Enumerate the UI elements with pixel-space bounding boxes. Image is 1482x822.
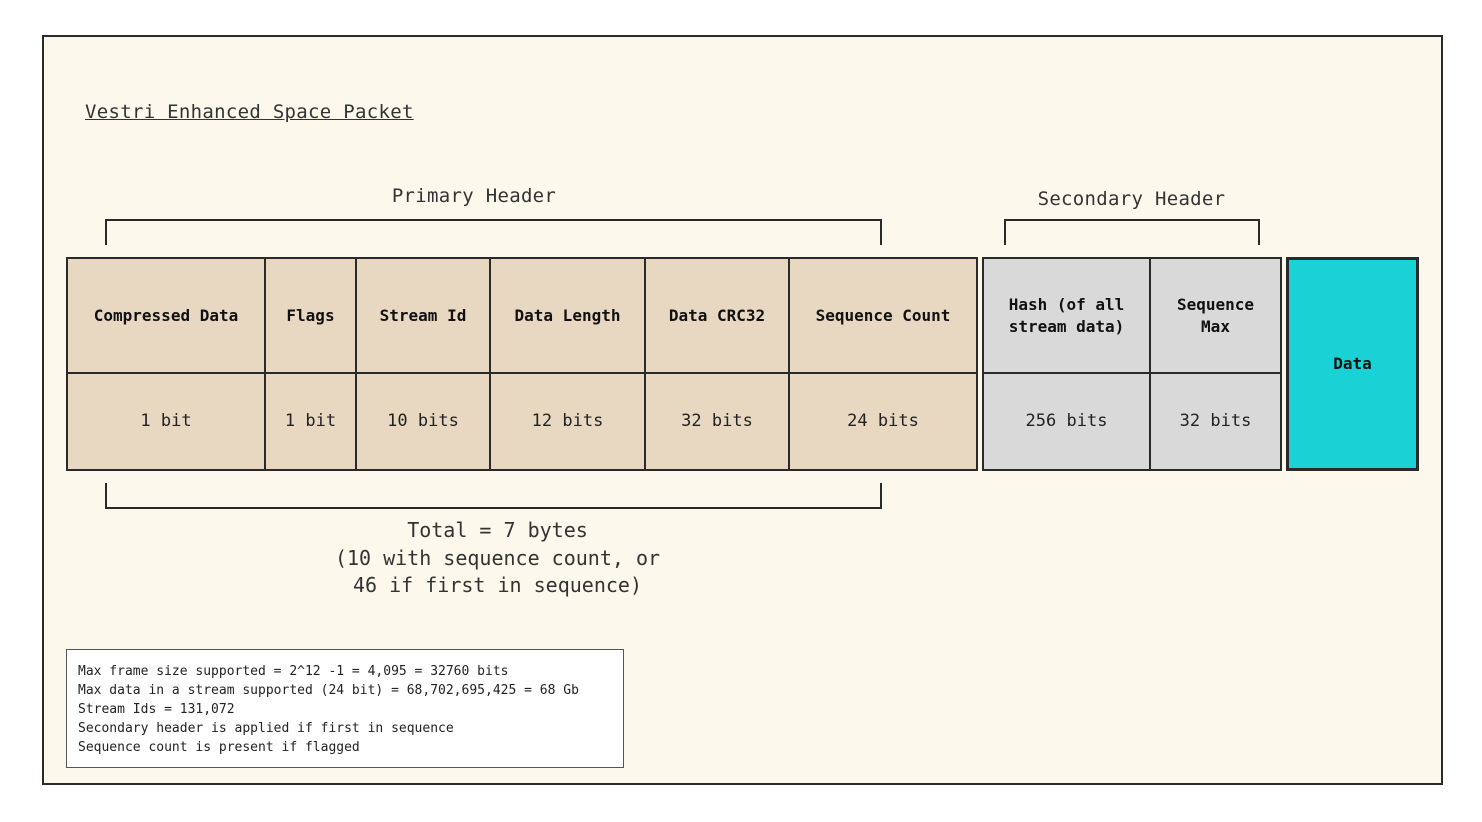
field-size: 32 bits — [1179, 411, 1252, 432]
field-name: Compressed Data — [93, 305, 239, 325]
total-line: Total = 7 bytes — [407, 518, 588, 542]
note-line: Stream Ids = 131,072 — [78, 702, 235, 717]
field-data-length: Data Length — [489, 257, 646, 374]
field-stream-id: Stream Id — [355, 257, 491, 374]
size-data-length: 12 bits — [489, 372, 646, 471]
note-line: Secondary header is applied if first in … — [78, 721, 454, 736]
field-name: Flags — [286, 305, 335, 325]
field-size: 10 bits — [387, 411, 459, 432]
secondary-header-bracket — [1004, 219, 1260, 245]
note-line: Max data in a stream supported (24 bit) … — [78, 683, 579, 698]
field-name: Data Length — [514, 305, 621, 325]
field-compressed-data: Compressed Data — [66, 257, 266, 374]
field-name: Hash (of all stream data) — [1008, 294, 1125, 336]
size-sequence-count: 24 bits — [788, 372, 978, 471]
diagram-title: Vestri Enhanced Space Packet — [85, 101, 414, 123]
note-line: Max frame size supported = 2^12 -1 = 4,0… — [78, 664, 509, 679]
field-size: 256 bits — [1025, 411, 1108, 432]
field-name: Data CRC32 — [668, 305, 766, 325]
data-block: Data — [1286, 257, 1419, 471]
field-hash: Hash (of all stream data) — [982, 257, 1151, 374]
primary-header-bracket — [105, 219, 882, 245]
field-size: 24 bits — [847, 411, 919, 432]
size-stream-id: 10 bits — [355, 372, 491, 471]
field-name: Sequence Count — [815, 305, 951, 325]
field-flags: Flags — [264, 257, 357, 374]
field-sequence-max: Sequence Max — [1149, 257, 1282, 374]
field-size: 1 bit — [284, 411, 337, 432]
field-size: 12 bits — [531, 411, 604, 432]
total-summary: Total = 7 bytes (10 with sequence count,… — [300, 517, 695, 600]
field-sequence-count: Sequence Count — [788, 257, 978, 374]
size-data-crc32: 32 bits — [644, 372, 790, 471]
field-data-crc32: Data CRC32 — [644, 257, 790, 374]
data-label: Data — [1333, 354, 1372, 374]
field-name: Sequence Max — [1176, 294, 1255, 336]
size-hash: 256 bits — [982, 372, 1151, 471]
size-compressed-data: 1 bit — [66, 372, 266, 471]
total-line: 46 if first in sequence) — [353, 573, 642, 598]
primary-header-label: Primary Header — [391, 185, 557, 207]
secondary-header-label: Secondary Header — [1037, 188, 1226, 210]
total-line: (10 with sequence count, or — [334, 545, 661, 570]
note-line: Sequence count is present if flagged — [78, 740, 360, 755]
field-size: 1 bit — [140, 411, 192, 432]
field-name: Stream Id — [379, 305, 467, 325]
size-sequence-max: 32 bits — [1149, 372, 1282, 471]
notes-box: Max frame size supported = 2^12 -1 = 4,0… — [66, 649, 624, 768]
total-bracket — [105, 483, 882, 509]
size-flags: 1 bit — [264, 372, 357, 471]
field-size: 32 bits — [681, 411, 753, 432]
